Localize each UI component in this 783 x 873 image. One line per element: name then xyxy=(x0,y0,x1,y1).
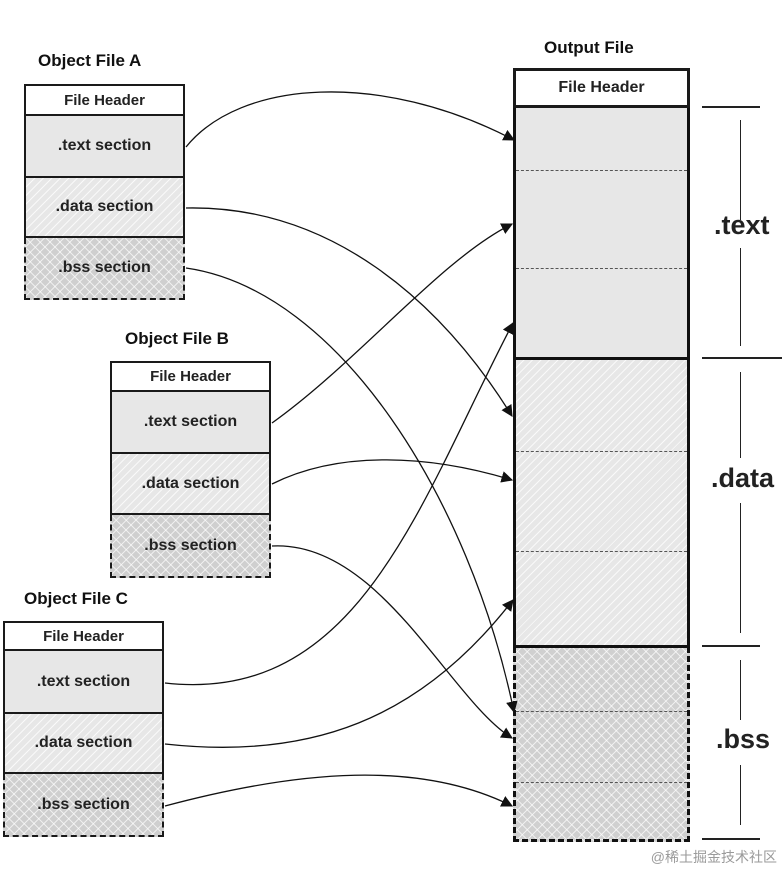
data-brace-line xyxy=(740,372,741,458)
output-bss-subdivider xyxy=(516,782,687,783)
bss-brace-top xyxy=(702,645,760,647)
output-file-title: Output File xyxy=(544,38,634,57)
bss-brace-line xyxy=(740,660,741,720)
object-file-a-bss-section: .bss section xyxy=(24,238,185,300)
arrow-b-data xyxy=(271,459,514,485)
object-file-a-text-section: .text section xyxy=(24,116,185,178)
object-file-c-data-section: .data section xyxy=(3,714,164,774)
object-file-c-text-section: .text section xyxy=(3,651,164,714)
object-file-c-header: File Header xyxy=(3,621,164,651)
arrow-c-data xyxy=(164,599,514,749)
object-file-b-header: File Header xyxy=(110,361,271,392)
text-brace-line xyxy=(740,248,741,346)
arrow-c-text xyxy=(164,321,514,686)
arrow-a-text xyxy=(185,91,516,148)
arrow-b-text xyxy=(271,223,514,424)
output-file-header: File Header xyxy=(513,68,690,108)
object-file-a-title: Object File A xyxy=(38,51,142,70)
arrow-b-bss xyxy=(271,545,513,739)
text-segment-label: .text xyxy=(714,210,770,240)
output-bss-region xyxy=(513,647,690,842)
object-file-b-data-section: .data section xyxy=(110,454,271,515)
bss-brace-bottom xyxy=(702,838,760,840)
arrow-c-bss xyxy=(164,774,514,807)
object-file-b-bss-section: .bss section xyxy=(110,515,271,578)
output-data-bss-divider xyxy=(513,645,690,648)
output-data-subdivider xyxy=(516,451,687,452)
watermark: @稀土掘金技术社区 xyxy=(650,849,777,865)
output-bss-subdivider xyxy=(516,711,687,712)
data-brace-line xyxy=(740,503,741,633)
output-data-subdivider xyxy=(516,551,687,552)
bss-segment-label: .bss xyxy=(716,724,771,754)
bss-brace-line xyxy=(740,765,741,825)
output-data-region xyxy=(513,359,690,647)
object-file-b-text-section: .text section xyxy=(110,392,271,454)
text-brace-top xyxy=(702,106,760,108)
data-segment-label: .data xyxy=(711,463,775,493)
arrow-a-bss xyxy=(185,267,518,714)
object-file-a-header: File Header xyxy=(24,84,185,116)
output-text-region xyxy=(513,108,690,359)
object-file-a-data-section: .data section xyxy=(24,178,185,238)
output-text-subdivider xyxy=(516,268,687,269)
object-file-c-bss-section: .bss section xyxy=(3,774,164,837)
arrow-a-data xyxy=(185,207,513,417)
output-text-data-divider xyxy=(513,357,690,360)
object-file-b-title: Object File B xyxy=(125,329,229,348)
object-file-c-title: Object File C xyxy=(24,589,128,608)
output-text-subdivider xyxy=(516,170,687,171)
data-brace-top xyxy=(702,357,782,359)
text-brace-line xyxy=(740,120,741,220)
